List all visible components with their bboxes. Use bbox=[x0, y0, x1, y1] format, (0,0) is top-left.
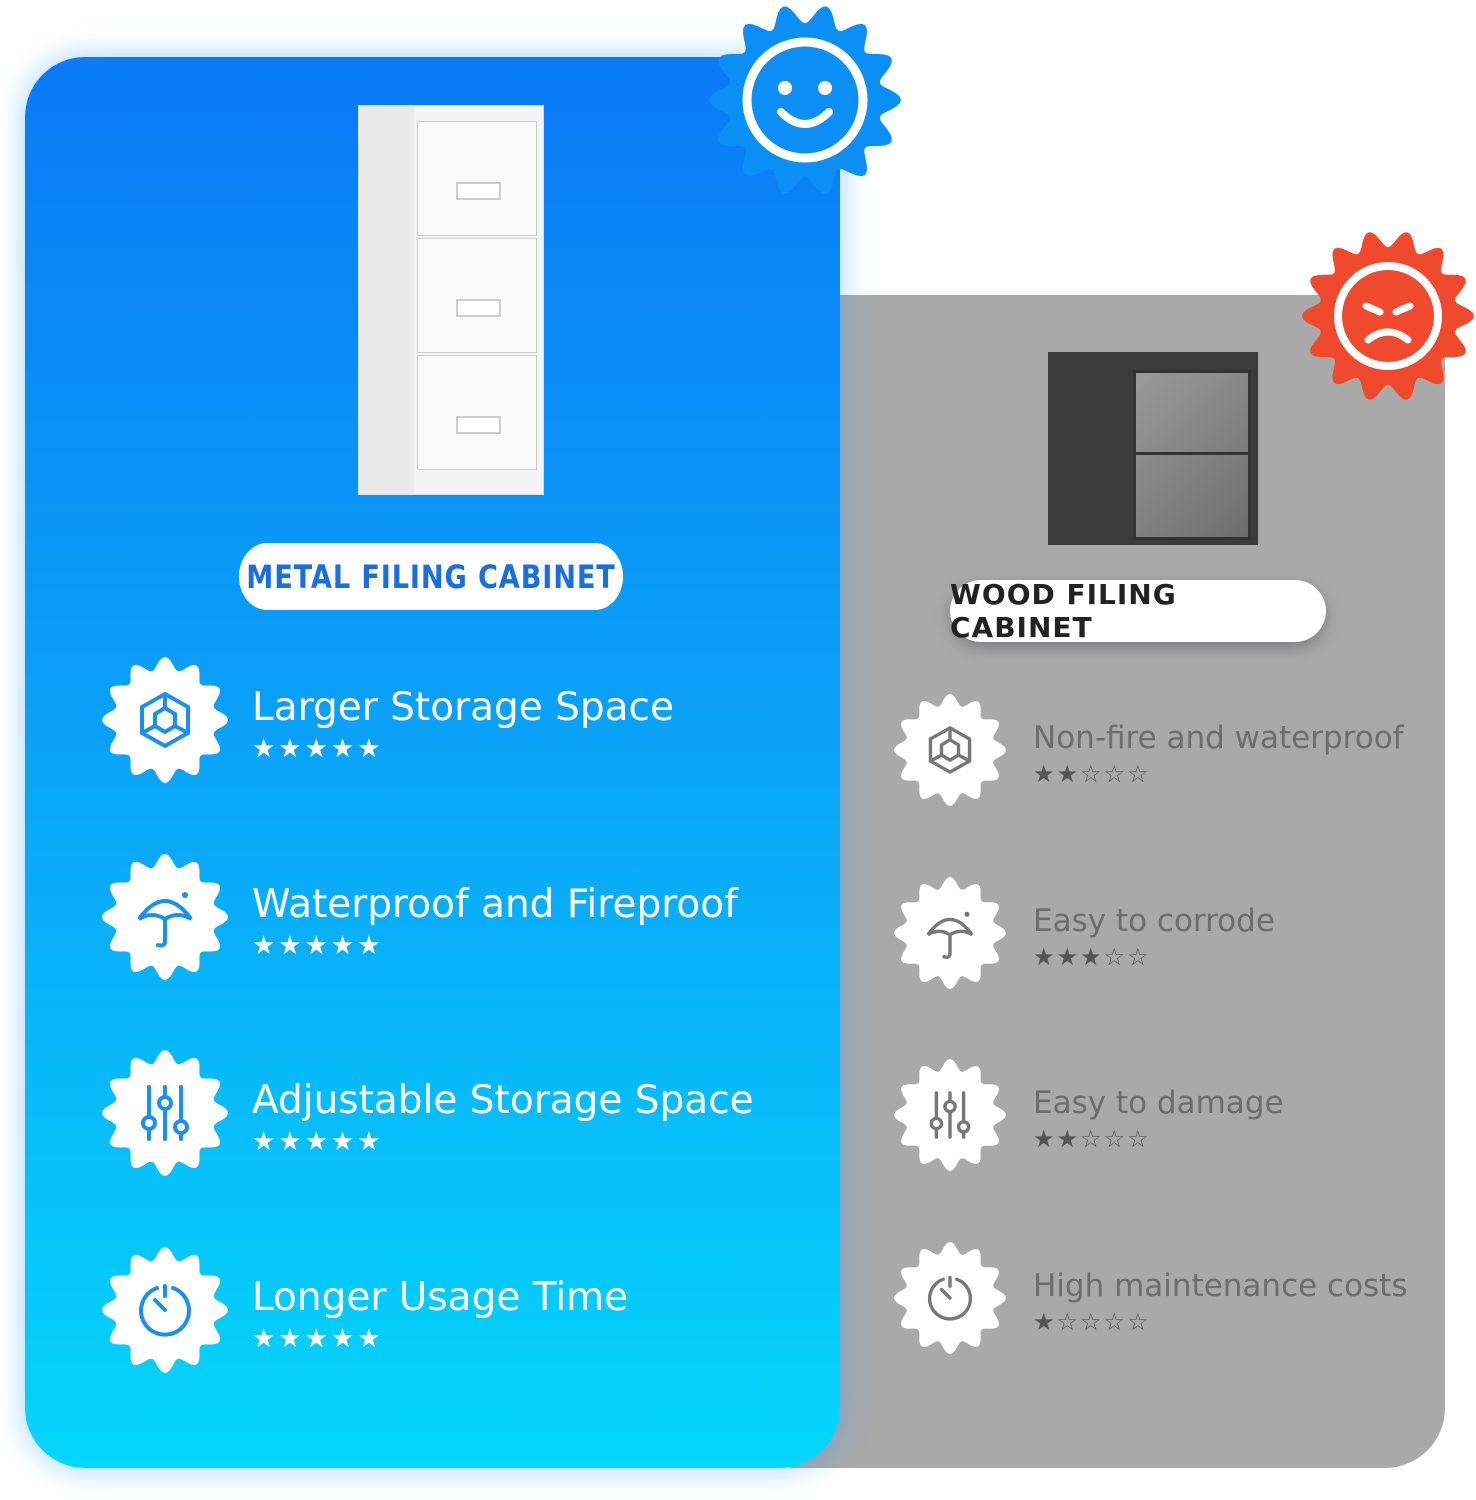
metal-feature: Adjustable Storage Space ★★★★★ bbox=[252, 1078, 754, 1157]
timer-icon bbox=[102, 1247, 228, 1373]
cube-icon bbox=[102, 657, 228, 783]
feature-label: Longer Usage Time bbox=[252, 1275, 629, 1320]
wood-feature: Easy to corrode ★★★☆☆ bbox=[1033, 903, 1275, 971]
metal-title: METAL FILING CABINET bbox=[238, 543, 624, 610]
umbrella-icon bbox=[894, 877, 1006, 989]
wood-feature: Easy to damage ★★☆☆☆ bbox=[1033, 1085, 1284, 1153]
feature-label: Adjustable Storage Space bbox=[252, 1078, 754, 1123]
sliders-icon bbox=[102, 1050, 228, 1176]
feature-label: Easy to corrode bbox=[1033, 903, 1275, 939]
timer-icon bbox=[894, 1242, 1006, 1354]
feature-label: High maintenance costs bbox=[1033, 1268, 1408, 1304]
frown-icon bbox=[1302, 232, 1474, 400]
feature-label: Larger Storage Space bbox=[252, 685, 674, 730]
cube-icon bbox=[894, 694, 1006, 806]
metal-feature: Waterproof and Fireproof ★★★★★ bbox=[252, 882, 738, 961]
feature-label: Non-fire and waterproof bbox=[1033, 720, 1404, 756]
star-rating: ★★☆☆☆ bbox=[1033, 760, 1151, 788]
star-rating: ★★★★★ bbox=[252, 1324, 384, 1354]
star-rating: ★★★★★ bbox=[252, 1127, 384, 1157]
star-rating: ★★★☆☆ bbox=[1033, 943, 1151, 971]
umbrella-icon bbox=[102, 854, 228, 980]
star-rating: ★☆☆☆☆ bbox=[1033, 1308, 1151, 1336]
wood-feature: High maintenance costs ★☆☆☆☆ bbox=[1033, 1268, 1408, 1336]
sliders-icon bbox=[894, 1059, 1006, 1171]
metal-feature: Longer Usage Time ★★★★★ bbox=[252, 1275, 628, 1354]
feature-label: Easy to damage bbox=[1033, 1085, 1284, 1121]
star-rating: ★★★★★ bbox=[252, 734, 384, 764]
metal-cabinet-image bbox=[358, 105, 544, 495]
wood-title: WOOD FILING CABINET bbox=[950, 578, 1326, 644]
feature-label: Waterproof and Fireproof bbox=[252, 882, 738, 927]
smiley-icon bbox=[709, 6, 901, 194]
wood-feature: Non-fire and waterproof ★★☆☆☆ bbox=[1033, 720, 1404, 788]
star-rating: ★★★★★ bbox=[252, 931, 384, 961]
metal-feature: Larger Storage Space ★★★★★ bbox=[252, 685, 674, 764]
star-rating: ★★☆☆☆ bbox=[1033, 1125, 1151, 1153]
wood-cabinet-image bbox=[1048, 352, 1258, 545]
